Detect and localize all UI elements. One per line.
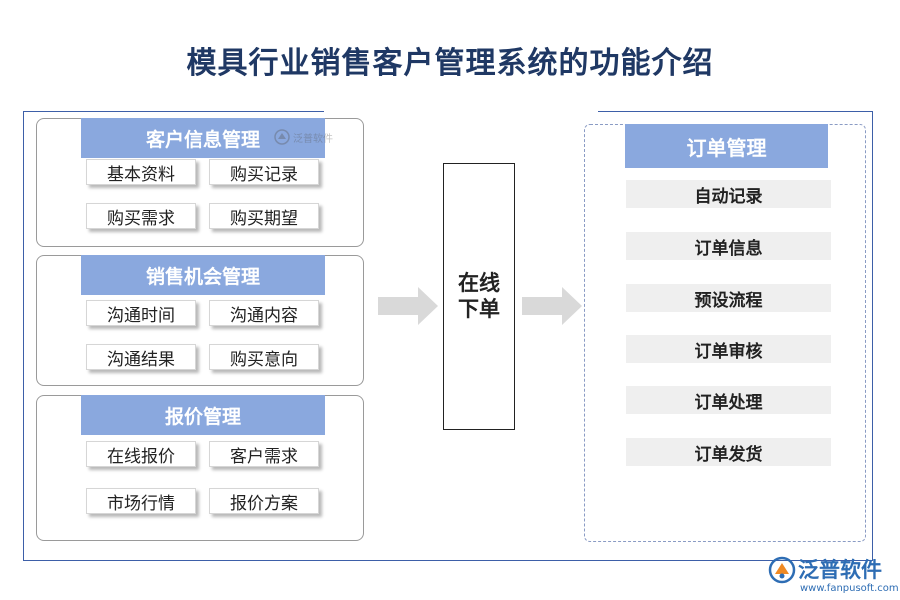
frame-gap xyxy=(324,105,598,117)
item-chip: 市场行情 xyxy=(86,488,196,514)
item-chip: 购买记录 xyxy=(209,159,319,185)
item-chip: 基本资料 xyxy=(86,159,196,185)
right-arrow-icon xyxy=(522,287,582,325)
order-management-header: 订单管理 xyxy=(625,124,828,168)
group-header: 销售机会管理 xyxy=(81,255,325,295)
item-chip: 报价方案 xyxy=(209,488,319,514)
item-chip: 购买期望 xyxy=(209,203,319,229)
order-item: 订单处理 xyxy=(626,386,831,414)
item-chip: 沟通时间 xyxy=(86,300,196,326)
logo-url: www.fanpusoft.com xyxy=(800,583,899,594)
item-chip: 购买需求 xyxy=(86,203,196,229)
order-item: 自动记录 xyxy=(626,180,831,208)
order-item: 预设流程 xyxy=(626,284,831,312)
center-label-line1: 在线 xyxy=(458,271,500,296)
watermark: 泛普软件 xyxy=(274,124,364,150)
logo-name: 泛普软件 xyxy=(798,558,882,582)
watermark-text: 泛普软件 xyxy=(293,133,333,145)
center-label-line2: 下单 xyxy=(458,296,500,321)
item-chip: 沟通结果 xyxy=(86,344,196,370)
order-item: 订单信息 xyxy=(626,232,831,260)
item-chip: 沟通内容 xyxy=(209,300,319,326)
item-chip: 客户需求 xyxy=(209,441,319,467)
order-item: 订单发货 xyxy=(626,438,831,466)
order-item: 订单审核 xyxy=(626,335,831,363)
group-header: 客户信息管理 xyxy=(81,118,325,158)
online-order-box: 在线 下单 xyxy=(443,163,515,430)
brand-logo: 泛普软件 www.fanpusoft.com xyxy=(768,552,899,598)
item-chip: 在线报价 xyxy=(86,441,196,467)
item-chip: 购买意向 xyxy=(209,344,319,370)
fanpu-watermark-icon xyxy=(274,129,290,145)
page-title: 模具行业销售客户管理系统的功能介绍 xyxy=(186,46,714,81)
right-arrow-icon xyxy=(378,287,438,325)
fanpu-logo-icon xyxy=(768,556,796,584)
group-quotation: 报价管理 xyxy=(36,395,364,541)
group-header: 报价管理 xyxy=(81,395,325,435)
